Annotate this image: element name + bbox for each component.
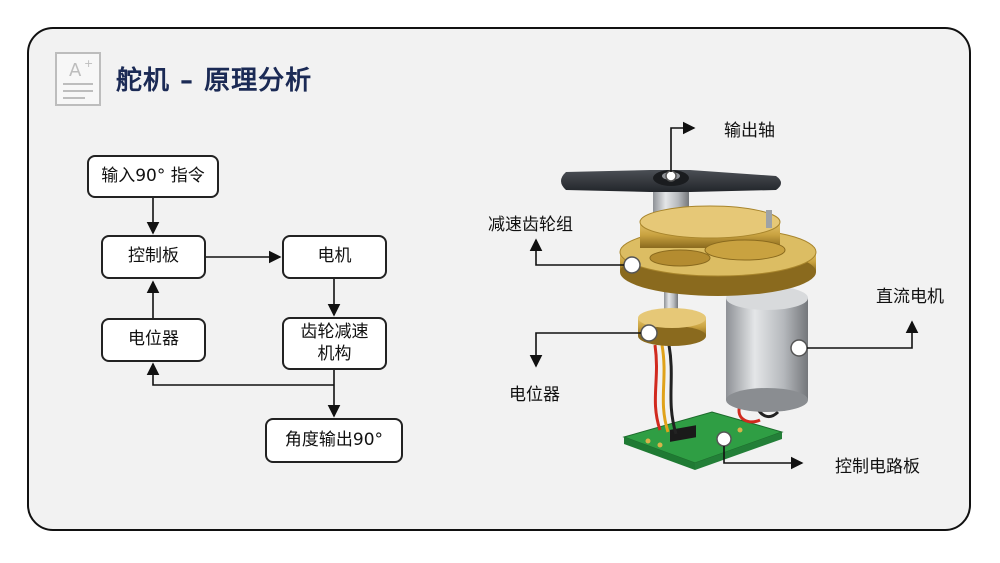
motor-callout-dot xyxy=(790,339,808,357)
output-angle-box: 角度输出90° xyxy=(265,418,403,463)
control-pcb xyxy=(622,411,784,470)
gear-reduction-label-line1: 齿轮减速 xyxy=(300,322,369,343)
pot-callout-dot xyxy=(640,324,658,342)
potentiometer-box: 电位器 xyxy=(101,318,206,362)
callout-lines xyxy=(529,121,919,470)
reduction-gear-stack xyxy=(619,205,817,296)
svg-text:+: + xyxy=(84,57,93,70)
arrow-feedback-to-pot xyxy=(146,362,334,386)
input-command-label: 输入90° 指令 xyxy=(101,165,205,186)
content-card xyxy=(27,27,971,531)
potentiometer-part-label: 电位器 xyxy=(509,385,560,405)
motor-box: 电机 xyxy=(282,235,387,279)
reduction-gears-label: 减速齿轮组 xyxy=(488,215,573,235)
dc-motor-label: 直流电机 xyxy=(876,287,944,307)
shaft-callout-dot xyxy=(665,170,677,182)
control-board-box: 控制板 xyxy=(101,235,206,279)
page-title: 舵机 – 原理分析 xyxy=(116,66,313,96)
svg-text:A: A xyxy=(69,60,82,81)
motor-label: 电机 xyxy=(317,246,352,267)
gear-reduction-label-line2: 机构 xyxy=(317,343,352,364)
control-board-label: 控制板 xyxy=(128,246,179,267)
pcb-callout-dot xyxy=(716,431,732,447)
potentiometer-label: 电位器 xyxy=(128,329,179,350)
document-icon: A + xyxy=(55,52,101,106)
gear-callout-dot xyxy=(623,256,641,274)
control-circuit-board-label: 控制电路板 xyxy=(835,457,920,477)
input-command-box: 输入90° 指令 xyxy=(87,155,219,198)
output-angle-label: 角度输出90° xyxy=(284,429,384,450)
output-shaft-label: 输出轴 xyxy=(724,121,775,141)
gear-reduction-box: 齿轮减速 机构 xyxy=(282,317,387,370)
wires xyxy=(653,344,780,435)
